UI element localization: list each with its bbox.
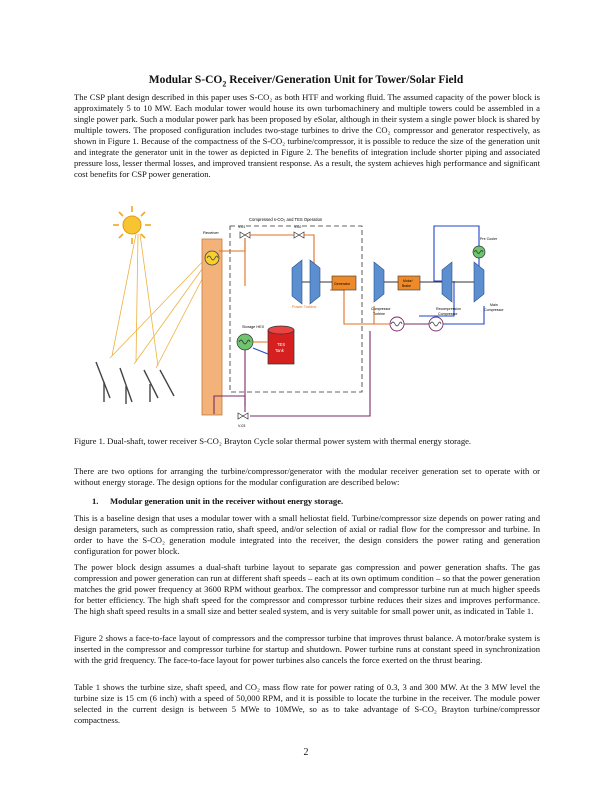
paragraph-intro: The CSP plant design described in this p… xyxy=(74,92,540,179)
recuperator-2-icon xyxy=(428,316,444,332)
paragraph-power-block: The power block design assumes a dual-sh… xyxy=(74,562,540,616)
valve-v02-icon: V-02 xyxy=(293,225,305,239)
receiver-coil-icon xyxy=(204,250,220,266)
svg-text:Brake: Brake xyxy=(402,284,411,288)
svg-text:TES: TES xyxy=(277,342,285,347)
figure-1: Receiver Compressed s-CO₂ and TES Operat… xyxy=(74,206,540,428)
power-turbine-label: Power Turbine xyxy=(292,305,316,309)
title-rest: Receiver/Generation Unit for Tower/Solar… xyxy=(226,74,464,86)
svg-text:Motor/: Motor/ xyxy=(403,279,413,283)
tes-operation-frame xyxy=(229,225,363,393)
motor-brake-icon xyxy=(397,275,421,291)
recompression-label-2: Compressor xyxy=(438,312,458,316)
valve-v03-icon: V-03 xyxy=(237,412,249,428)
light-beams xyxy=(109,233,213,369)
recuperator-1-icon xyxy=(389,316,405,332)
svg-text:V-01: V-01 xyxy=(238,225,245,229)
main-compressor-icon xyxy=(473,261,485,303)
section-heading-text: Modular generation unit in the receiver … xyxy=(110,496,344,506)
frame-label: Compressed s-CO₂ and TES Operation xyxy=(249,217,323,222)
recompression-label-1: Recompression xyxy=(436,307,461,311)
pre-cooler-label: Pre Cooler xyxy=(480,237,498,241)
page-number: 2 xyxy=(303,747,309,758)
section-heading-number: 1. xyxy=(92,496,99,506)
tes-tank: TES Tank xyxy=(267,325,295,365)
receiver-label: Receiver xyxy=(203,230,219,235)
figure-caption: Figure 1. Dual-shaft, tower receiver S-C… xyxy=(74,436,472,446)
storage-hex-label: Storage HEX xyxy=(242,325,265,329)
title-subscript: 2 xyxy=(222,79,227,89)
paragraph-face-to-face: Figure 2 shows a face-to-face layout of … xyxy=(74,633,540,665)
pre-cooler-icon xyxy=(472,245,486,259)
system-diagram: Receiver Compressed s-CO₂ and TES Operat… xyxy=(95,206,504,428)
compressor-turbine-icon xyxy=(373,261,385,303)
receiver-tower xyxy=(201,238,223,416)
paragraph-table-ref: Table 1 shows the turbine size, shaft sp… xyxy=(74,682,540,725)
generator-icon xyxy=(331,275,357,291)
sun-icon xyxy=(113,206,151,244)
svg-text:Tank: Tank xyxy=(275,348,285,353)
compressor-turbine-label-2: Turbine xyxy=(373,312,385,316)
paragraph-options: There are two options for arranging the … xyxy=(74,466,540,487)
power-turbine-icon xyxy=(291,259,321,305)
paragraph-baseline: This is a baseline design that uses a mo… xyxy=(74,513,540,556)
svg-text:V-03: V-03 xyxy=(238,424,245,428)
valve-v01-icon: V-01 xyxy=(238,225,251,239)
generator-label: Generator xyxy=(334,282,351,286)
main-compressor-label-1: Main xyxy=(490,303,498,307)
section-heading: 1. Modular generation unit in the receive… xyxy=(92,496,343,506)
compressor-turbine-label-1: Compressor xyxy=(371,307,391,311)
svg-text:V-02: V-02 xyxy=(294,225,301,229)
recompression-compressor-icon xyxy=(441,261,453,303)
main-compressor-label-2: Compressor xyxy=(484,308,504,312)
section-title: Modular S-CO2 Receiver/Generation Unit f… xyxy=(0,74,612,88)
heliostat-field xyxy=(95,361,175,404)
storage-hex-icon xyxy=(236,333,254,351)
title-main: Modular S-CO xyxy=(148,74,223,86)
